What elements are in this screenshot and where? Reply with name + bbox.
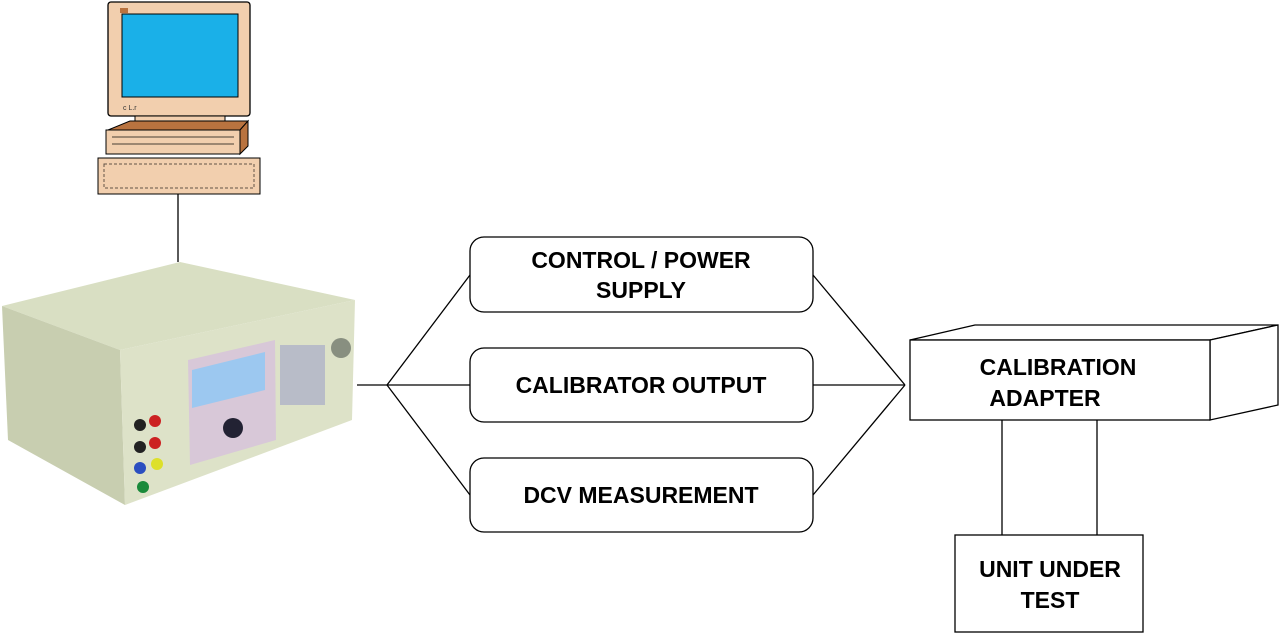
branch-lines-left — [357, 274, 471, 496]
block-label: DCV MEASUREMENT — [523, 482, 758, 508]
control-power-supply-block: CONTROL / POWER SUPPLY — [469, 236, 814, 313]
branch-lines-right — [812, 274, 906, 496]
computer-icon: c L.r — [97, 1, 261, 195]
block-label: CONTROL / POWER — [531, 247, 751, 273]
block-label: SUPPLY — [596, 277, 686, 303]
calibrator-output-block: CALIBRATOR OUTPUT — [469, 347, 814, 423]
unit-under-test-block: UNIT UNDER TEST — [954, 534, 1144, 633]
calibration-adapter-block: CALIBRATION ADAPTER — [909, 324, 1279, 421]
block-label: CALIBRATION — [980, 354, 1137, 380]
block-label: UNIT UNDER — [979, 556, 1121, 582]
calibrator-instrument-icon — [2, 262, 355, 505]
block-label: ADAPTER — [989, 385, 1101, 411]
block-label: CALIBRATOR OUTPUT — [516, 372, 767, 398]
block-label: TEST — [1021, 587, 1080, 613]
dcv-measurement-block: DCV MEASUREMENT — [469, 457, 814, 533]
svg-text:c L.r: c L.r — [123, 105, 137, 112]
